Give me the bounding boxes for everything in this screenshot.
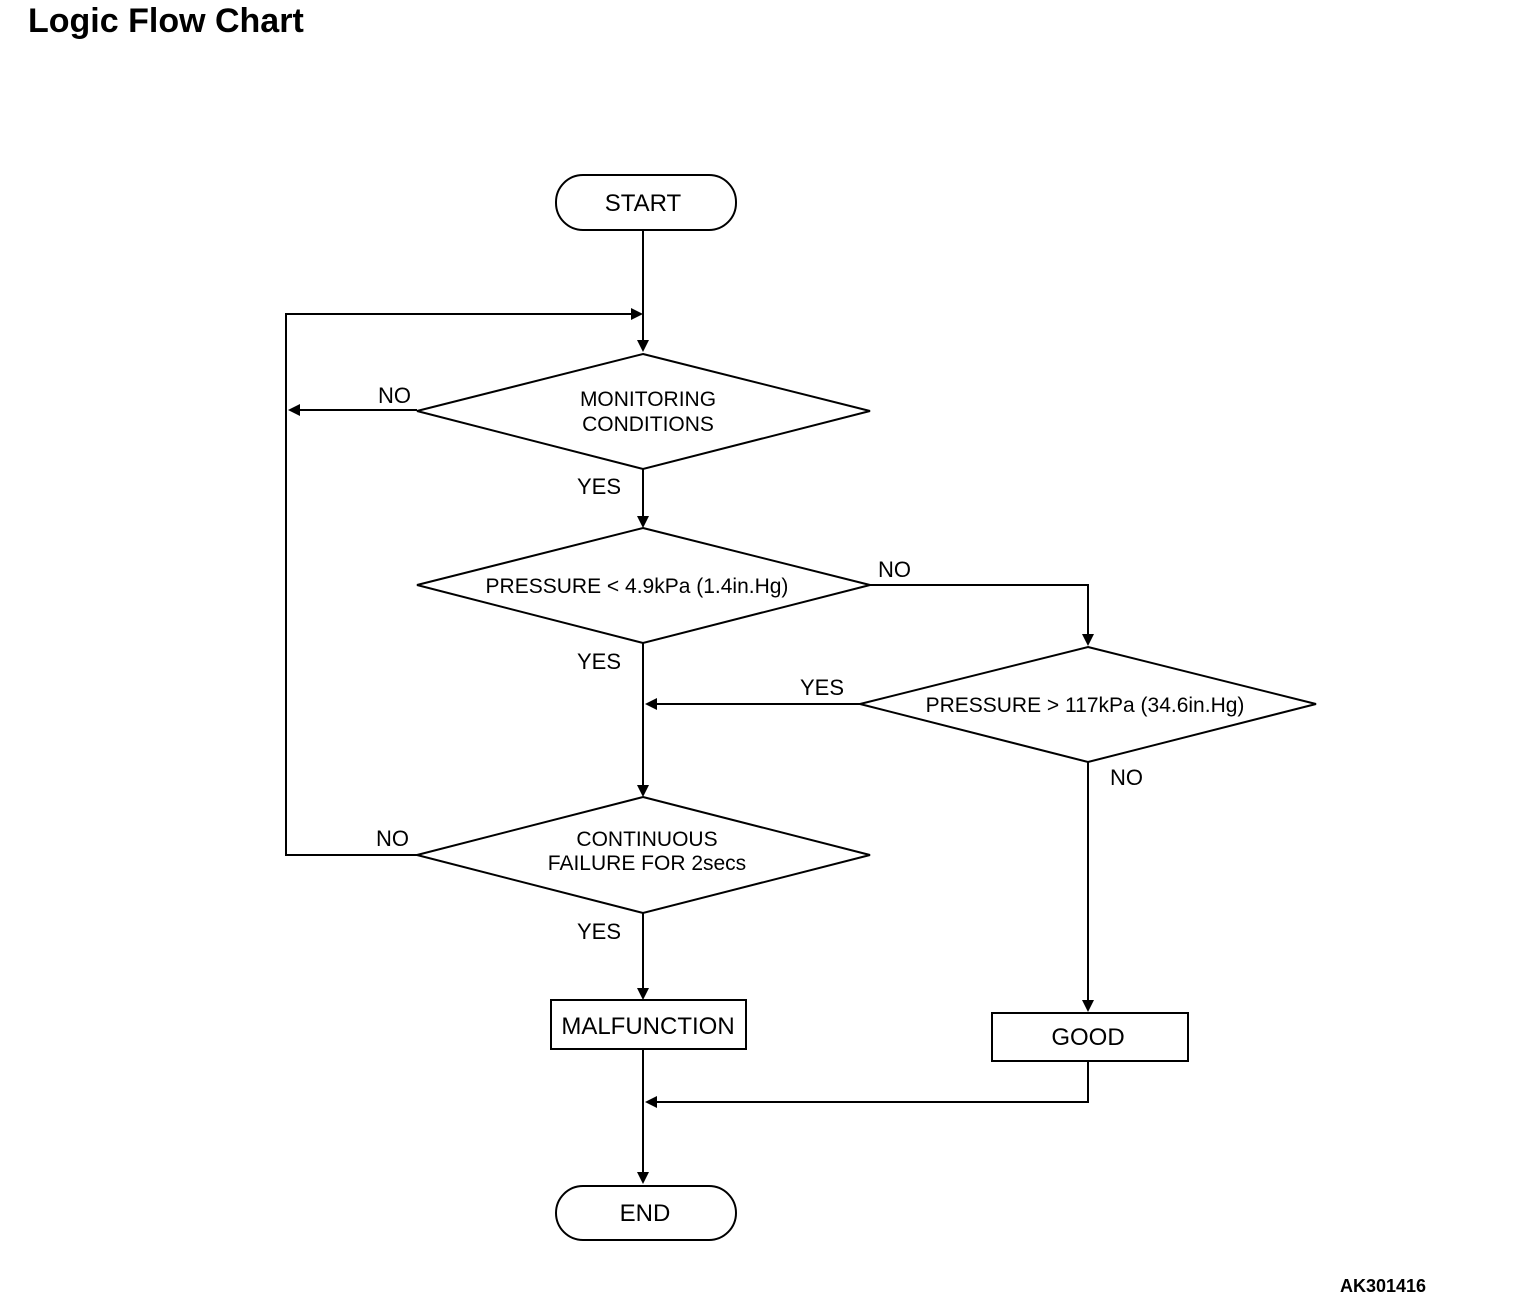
monitoring-label-line2: CONDITIONS — [582, 413, 714, 436]
pressure-high-no-label: NO — [1110, 765, 1143, 790]
continuous-label-line2: FAILURE FOR 2secs — [548, 852, 746, 875]
malfunction-node: MALFUNCTION — [550, 999, 747, 1050]
start-node: START — [555, 174, 737, 231]
edge-loop-back — [285, 308, 643, 856]
pressure-high-label: PRESSURE > 117kPa (34.6in.Hg) — [926, 694, 1245, 717]
monitoring-no-label: NO — [378, 383, 411, 408]
page-title: Logic Flow Chart — [28, 2, 304, 40]
pressure-low-no-label: NO — [878, 557, 911, 582]
malfunction-label: MALFUNCTION — [561, 1013, 734, 1040]
monitoring-yes-label: YES — [577, 474, 621, 499]
figure-code: AK301416 — [1340, 1276, 1427, 1296]
edge-good-to-end — [645, 1061, 1089, 1108]
good-label: GOOD — [1051, 1024, 1124, 1051]
end-node: END — [555, 1185, 737, 1241]
pressure-low-label: PRESSURE < 4.9kPa (1.4in.Hg) — [486, 575, 789, 598]
start-label: START — [605, 190, 682, 217]
good-node: GOOD — [991, 1012, 1189, 1062]
pressure-low-decision: PRESSURE < 4.9kPa (1.4in.Hg) — [416, 526, 871, 645]
monitoring-label-line1: MONITORING — [580, 388, 716, 411]
continuous-label-line1: CONTINUOUS — [576, 828, 717, 851]
edge-pressure-low-no — [870, 584, 1094, 646]
continuous-yes-label: YES — [577, 919, 621, 944]
pressure-high-decision: PRESSURE > 117kPa (34.6in.Hg) — [859, 645, 1317, 764]
continuous-failure-decision: CONTINUOUS FAILURE FOR 2secs — [416, 795, 871, 915]
monitoring-conditions-decision: MONITORING CONDITIONS — [416, 352, 871, 471]
end-label: END — [620, 1200, 671, 1227]
continuous-no-label: NO — [376, 826, 409, 851]
pressure-high-yes-label: YES — [800, 675, 844, 700]
pressure-low-yes-label: YES — [577, 649, 621, 674]
